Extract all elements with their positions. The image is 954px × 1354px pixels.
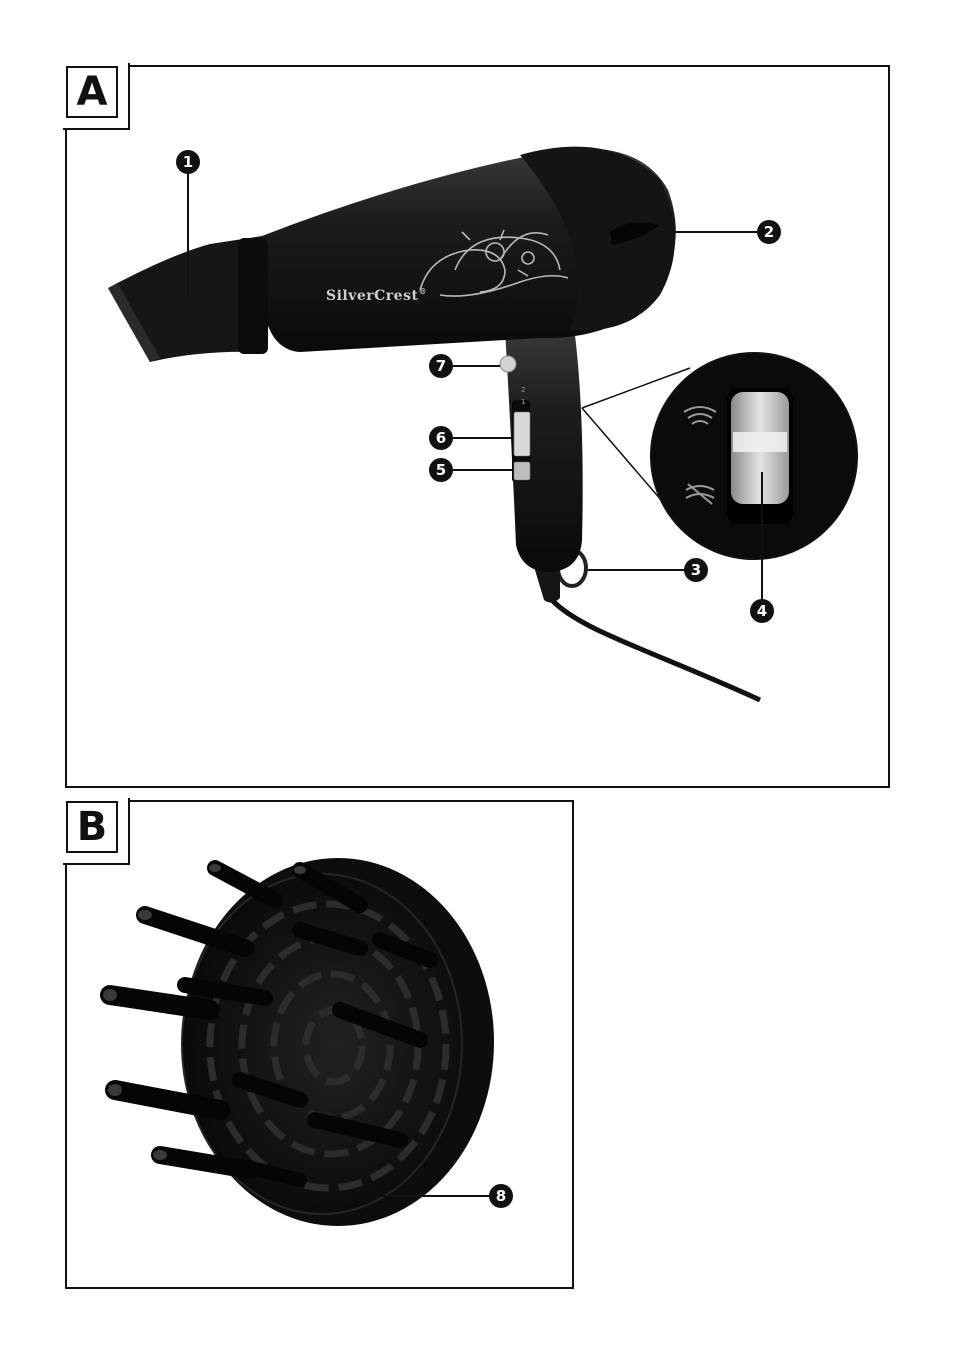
- heat-speed-slider[interactable]: [514, 412, 530, 456]
- cool-shot-button[interactable]: [514, 462, 530, 480]
- power-cable: [552, 600, 760, 700]
- switch-detail-inset: [651, 353, 857, 559]
- svg-text:6: 6: [436, 429, 446, 447]
- speed-scale-label-1: 1: [521, 398, 525, 406]
- callout-5: 5: [429, 458, 453, 482]
- nozzle-collar: [238, 238, 268, 354]
- svg-text:1: 1: [183, 153, 193, 171]
- brand-logo: SilverCrest®: [326, 286, 427, 304]
- callout-1: 1: [176, 150, 200, 174]
- callout-3: 3: [684, 558, 708, 582]
- callout-2: 2: [757, 220, 781, 244]
- callout-8: 8: [489, 1184, 513, 1208]
- callout-7: 7: [429, 354, 453, 378]
- svg-text:3: 3: [691, 561, 701, 579]
- callout-4: 4: [750, 599, 774, 623]
- speed-scale-label-2: 2: [521, 386, 525, 394]
- callout-6: 6: [429, 426, 453, 450]
- silver-side-button[interactable]: [500, 356, 516, 372]
- svg-text:4: 4: [757, 602, 767, 620]
- diffuser-attachment: [103, 858, 494, 1226]
- svg-text:5: 5: [436, 461, 446, 479]
- svg-text:8: 8: [496, 1187, 506, 1205]
- svg-text:7: 7: [436, 357, 446, 375]
- svg-text:2: 2: [764, 223, 774, 241]
